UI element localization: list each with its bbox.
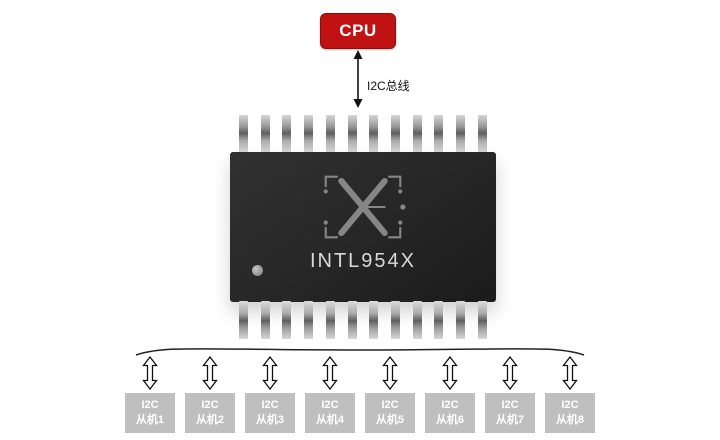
chip-pin — [434, 115, 444, 153]
slave-label-line1: I2C — [321, 399, 339, 412]
slave-box: I2C 从机3 — [245, 393, 295, 433]
bus-fanout-line — [135, 348, 585, 356]
slave-column-1: I2C 从机1 — [125, 356, 175, 433]
slave-box: I2C 从机8 — [545, 393, 595, 433]
chip-logo-icon — [323, 175, 406, 239]
slave-box: I2C 从机7 — [485, 393, 535, 433]
slaves-row: I2C 从机1 I2C 从机2 I2C 从机3 I2C 从机4 — [0, 356, 720, 433]
slave-label-line1: I2C — [141, 399, 159, 412]
slave-label-line1: I2C — [201, 399, 219, 412]
slave-label-line2: 从机2 — [195, 414, 225, 426]
double-arrow-icon — [322, 356, 338, 390]
chip-pin — [304, 115, 314, 153]
cpu-box: CPU — [320, 13, 396, 49]
chip-pin — [434, 301, 444, 339]
slave-label-line1: I2C — [501, 399, 519, 412]
slave-column-6: I2C 从机6 — [425, 356, 475, 433]
chip-pin — [369, 301, 379, 339]
chip-pin — [347, 301, 357, 339]
cpu-bus-double-arrow-icon — [353, 50, 363, 108]
slave-column-7: I2C 从机7 — [485, 356, 535, 433]
bus-label: I2C总线 — [367, 79, 410, 93]
chip-pin — [412, 115, 422, 153]
chip-body: INTL954X — [230, 152, 496, 302]
double-arrow-icon — [382, 356, 398, 390]
slave-column-3: I2C 从机3 — [245, 356, 295, 433]
slave-label-line1: I2C — [561, 399, 579, 412]
slave-box: I2C 从机5 — [365, 393, 415, 433]
slave-box: I2C 从机1 — [125, 393, 175, 433]
slave-label-line2: 从机8 — [555, 414, 585, 426]
slave-label-line1: I2C — [381, 399, 399, 412]
chip-pin — [477, 115, 487, 153]
slave-label-line1: I2C — [441, 399, 459, 412]
slave-column-8: I2C 从机8 — [545, 356, 595, 433]
pin1-indicator — [252, 265, 263, 276]
double-arrow-icon — [442, 356, 458, 390]
chip-pin — [391, 115, 401, 153]
double-arrow-icon — [562, 356, 578, 390]
chip-pins-bottom — [230, 301, 496, 339]
chip-pin — [282, 115, 292, 153]
slave-label-line2: 从机6 — [435, 414, 465, 426]
chip-pin — [412, 301, 422, 339]
chip-pin — [260, 115, 270, 153]
chip-pin — [304, 301, 314, 339]
chip-pin — [456, 115, 466, 153]
chip-pin — [391, 301, 401, 339]
slave-label-line1: I2C — [261, 399, 279, 412]
slave-column-4: I2C 从机4 — [305, 356, 355, 433]
slave-label-line2: 从机4 — [315, 414, 345, 426]
slave-label-line2: 从机1 — [135, 414, 165, 426]
double-arrow-icon — [142, 356, 158, 390]
chip-part-number: INTL954X — [309, 250, 417, 272]
slave-label-line2: 从机3 — [255, 414, 285, 426]
slave-box: I2C 从机2 — [185, 393, 235, 433]
chip-pin — [347, 115, 357, 153]
cpu-label: CPU — [339, 21, 377, 40]
chip-pin — [325, 301, 335, 339]
slave-box: I2C 从机4 — [305, 393, 355, 433]
chip-package: INTL954X — [230, 115, 496, 339]
chip-pin — [239, 115, 248, 153]
chip-pin — [239, 301, 248, 339]
double-arrow-icon — [262, 356, 278, 390]
slave-column-5: I2C 从机5 — [365, 356, 415, 433]
chip-pins-top — [230, 115, 496, 153]
chip-pin — [282, 301, 292, 339]
slave-label-line2: 从机7 — [495, 414, 525, 426]
slave-label-line2: 从机5 — [375, 414, 405, 426]
chip-pin — [260, 301, 270, 339]
double-arrow-icon — [202, 356, 218, 390]
slave-box: I2C 从机6 — [425, 393, 475, 433]
chip-pin — [477, 301, 487, 339]
chip-pin — [456, 301, 466, 339]
chip-pin — [369, 115, 379, 153]
double-arrow-icon — [502, 356, 518, 390]
slave-column-2: I2C 从机2 — [185, 356, 235, 433]
chip-pin — [325, 115, 335, 153]
